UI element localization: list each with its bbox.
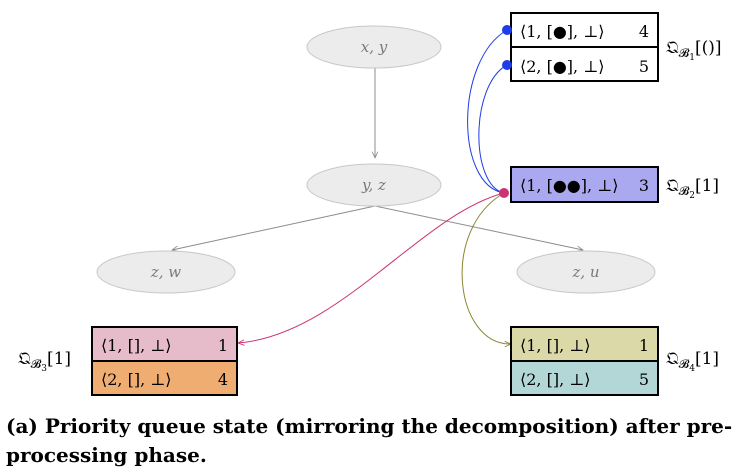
queue-b2-label-arg: [1] — [695, 176, 719, 196]
tree-node-zu: z, u — [516, 250, 656, 294]
queue-b4-row1-value: 1 — [639, 336, 649, 355]
tree-node-yz-label: y, z — [361, 176, 386, 194]
queue-b2-label-sub: 𝓑 — [679, 184, 690, 198]
queue-b1-label-sub: 𝓑 — [679, 46, 690, 60]
queue-b3-row2-value: 4 — [218, 370, 228, 389]
queue-b1-label-main: 𝔔 — [666, 38, 679, 58]
queue-b4-row2-value: 5 — [639, 370, 649, 389]
queue-b3-label-main: 𝔔 — [18, 349, 31, 369]
queue-b3-label-arg: [1] — [47, 349, 71, 369]
tree-edge-yz-zu — [374, 205, 583, 250]
b1-row2-source-dot — [502, 60, 512, 70]
queue-b3-row2-entry: ⟨2, [], ⊥⟩ — [101, 370, 172, 389]
pointer-b2-to-b4 — [461, 192, 511, 344]
pointer-b1-row1-to-b2 — [467, 29, 508, 194]
queue-b3: ⟨1, [], ⊥⟩ 1 ⟨2, [], ⊥⟩ 4 𝔔𝓑3[1] — [18, 326, 238, 396]
queue-b1-label-arg: [()] — [695, 38, 722, 58]
queue-b4-label-arg: [1] — [695, 349, 719, 369]
tree-node-xy: x, y — [306, 25, 442, 69]
queue-b4-label: 𝔔𝓑4[1] — [666, 349, 719, 374]
queue-b1-row1-value: 4 — [639, 22, 649, 41]
queue-b4-label-sub: 𝓑 — [679, 357, 690, 371]
queue-b4-row2-entry: ⟨2, [], ⊥⟩ — [520, 370, 591, 389]
queue-b2: ⟨1, [●●], ⊥⟩ 3 𝔔𝓑2[1] — [510, 166, 719, 203]
tree-node-xy-label: x, y — [361, 38, 388, 56]
tree-edge-yz-zw — [172, 205, 376, 250]
tree-node-yz: y, z — [306, 163, 442, 207]
queue-b4-row1-entry: ⟨1, [], ⊥⟩ — [520, 336, 591, 355]
tree-node-zu-label: z, u — [571, 263, 599, 281]
queue-b3-label: 𝔔𝓑3[1] — [18, 349, 71, 374]
queue-b3-row1-entry: ⟨1, [], ⊥⟩ — [101, 336, 172, 355]
queue-b2-label-subsub: 2 — [689, 191, 695, 201]
queue-b3-label-sub: 𝓑 — [31, 357, 42, 371]
queue-b3-row1-value: 1 — [218, 336, 228, 355]
queue-b1: ⟨1, [●], ⊥⟩ 4 ⟨2, [●], ⊥⟩ 5 𝔔𝓑1[()] — [510, 12, 721, 82]
pointer-curves — [238, 29, 511, 344]
queue-b1-row2-value: 5 — [639, 57, 649, 76]
figure-caption: (a) Priority queue state (mirroring the … — [6, 414, 733, 467]
pointer-b2-to-b3 — [238, 192, 505, 343]
queue-b1-row1-entry: ⟨1, [●], ⊥⟩ — [520, 22, 605, 41]
tree-node-zw: z, w — [96, 250, 236, 294]
queue-b3-label-subsub: 3 — [41, 364, 47, 374]
pointer-dots — [499, 25, 512, 198]
b2-source-dot — [499, 188, 509, 198]
queue-b4-label-subsub: 4 — [689, 364, 695, 374]
tree-edges — [172, 66, 583, 250]
queue-b4: ⟨1, [], ⊥⟩ 1 ⟨2, [], ⊥⟩ 5 𝔔𝓑4[1] — [510, 326, 719, 396]
queue-b1-label-subsub: 1 — [689, 53, 695, 63]
queue-b2-row1-value: 3 — [639, 176, 649, 195]
tree-node-zw-label: z, w — [150, 263, 181, 281]
queue-b2-row1-entry: ⟨1, [●●], ⊥⟩ — [520, 176, 618, 195]
queue-b1-label: 𝔔𝓑1[()] — [666, 38, 721, 63]
b1-row1-source-dot — [502, 25, 512, 35]
queue-b2-label-main: 𝔔 — [666, 176, 679, 196]
queue-b2-label: 𝔔𝓑2[1] — [666, 176, 719, 201]
pointer-b1-row2-to-b2 — [478, 64, 508, 194]
queue-b4-label-main: 𝔔 — [666, 349, 679, 369]
queue-b1-row2-entry: ⟨2, [●], ⊥⟩ — [520, 57, 605, 76]
